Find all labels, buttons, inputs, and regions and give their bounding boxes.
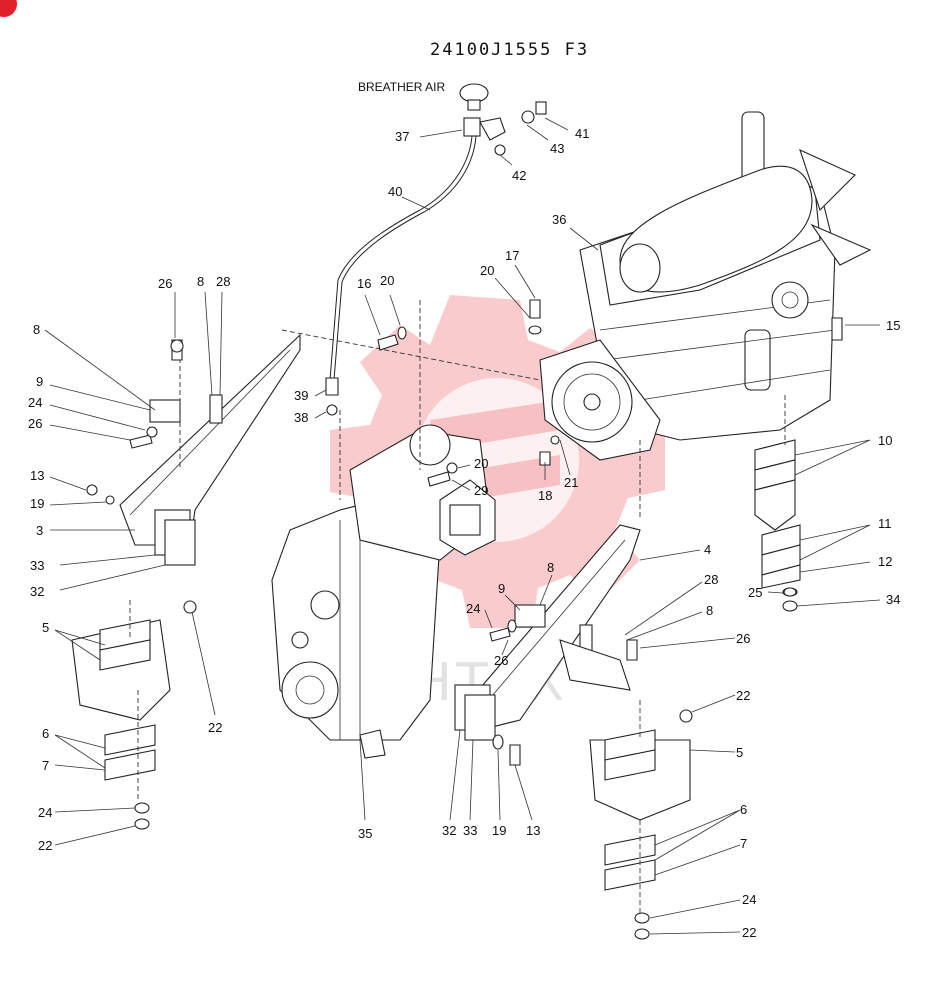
breather-assembly bbox=[329, 83, 547, 381]
callout-19-bottom: 19 bbox=[492, 823, 506, 838]
callout-8-right: 8 bbox=[547, 560, 554, 575]
callout-8-top: 8 bbox=[197, 274, 204, 289]
leader-lines bbox=[44, 117, 881, 935]
callout-43: 43 bbox=[550, 141, 564, 156]
callout-19-left: 19 bbox=[30, 496, 44, 511]
callout-6-left: 6 bbox=[42, 726, 49, 741]
callout-22-left-mid: 22 bbox=[208, 720, 222, 735]
callout-41: 41 bbox=[575, 126, 589, 141]
callout-24-left-bottom: 24 bbox=[38, 805, 52, 820]
callout-40: 40 bbox=[388, 184, 402, 199]
callout-16: 16 bbox=[357, 276, 371, 291]
callout-4: 4 bbox=[704, 542, 711, 557]
assembly-centerlines bbox=[129, 300, 786, 915]
callout-33-left: 33 bbox=[30, 558, 44, 573]
callout-5-left: 5 bbox=[42, 620, 49, 635]
corner-badge bbox=[0, 0, 17, 17]
callout-17: 17 bbox=[505, 248, 519, 263]
callout-6-right: 6 bbox=[740, 802, 747, 817]
callout-26-right: 26 bbox=[736, 631, 750, 646]
callout-21: 21 bbox=[564, 475, 578, 490]
right-frame-member bbox=[454, 524, 641, 741]
callout-34: 34 bbox=[886, 592, 900, 607]
callout-24-right-bottom: 24 bbox=[742, 892, 756, 907]
callout-28-top: 28 bbox=[216, 274, 230, 289]
callout-42: 42 bbox=[512, 168, 526, 183]
left-frame-member bbox=[119, 333, 301, 566]
callout-26-top: 26 bbox=[158, 276, 172, 291]
callout-26-mid: 26 bbox=[494, 653, 508, 668]
callout-7-right: 7 bbox=[740, 836, 747, 851]
diagram-code: 24100J1555 F3 bbox=[430, 40, 589, 60]
right-mount-cushions bbox=[589, 709, 693, 940]
callout-13-bottom: 13 bbox=[526, 823, 540, 838]
callout-36: 36 bbox=[552, 212, 566, 227]
callout-7-left: 7 bbox=[42, 758, 49, 773]
callout-9-left: 9 bbox=[36, 374, 43, 389]
callout-20-mid: 20 bbox=[380, 273, 394, 288]
callout-24-mid: 24 bbox=[466, 601, 480, 616]
callout-33-bottom: 33 bbox=[463, 823, 477, 838]
callout-8-left: 8 bbox=[33, 322, 40, 337]
flywheel-housing bbox=[539, 339, 661, 461]
callout-8-far-right: 8 bbox=[706, 603, 713, 618]
callout-29: 29 bbox=[474, 483, 488, 498]
callout-26-left: 26 bbox=[28, 416, 42, 431]
callout-32-left: 32 bbox=[30, 584, 44, 599]
callout-22-right-mid: 22 bbox=[736, 688, 750, 703]
callout-25: 25 bbox=[748, 585, 762, 600]
callout-10: 10 bbox=[878, 433, 892, 448]
callout-32-bottom: 32 bbox=[442, 823, 456, 838]
callout-12: 12 bbox=[878, 554, 892, 569]
callout-22-right-bottom: 22 bbox=[742, 925, 756, 940]
callout-5-right: 5 bbox=[736, 745, 743, 760]
callout-37: 37 bbox=[395, 129, 409, 144]
breather-air-label: BREATHER AIR bbox=[358, 80, 445, 94]
callout-35: 35 bbox=[358, 826, 372, 841]
callout-18: 18 bbox=[538, 488, 552, 503]
callout-39: 39 bbox=[294, 388, 308, 403]
callout-13-left: 13 bbox=[30, 468, 44, 483]
engine-assembly bbox=[579, 111, 872, 441]
callout-numbers: 41 43 37 42 40 36 17 20 16 20 15 26 8 28… bbox=[28, 126, 900, 940]
callout-20-lower: 20 bbox=[474, 456, 488, 471]
callout-24-left: 24 bbox=[28, 395, 42, 410]
callout-9-right: 9 bbox=[498, 581, 505, 596]
callout-20-upper: 20 bbox=[480, 263, 494, 278]
fasteners bbox=[86, 299, 843, 766]
callout-15: 15 bbox=[886, 318, 900, 333]
callout-22-left-bottom: 22 bbox=[38, 838, 52, 853]
left-mount-cushions bbox=[71, 600, 197, 830]
callout-28-right: 28 bbox=[704, 572, 718, 587]
callout-3: 3 bbox=[36, 523, 43, 538]
callout-11: 11 bbox=[878, 516, 892, 531]
callout-38: 38 bbox=[294, 410, 308, 425]
